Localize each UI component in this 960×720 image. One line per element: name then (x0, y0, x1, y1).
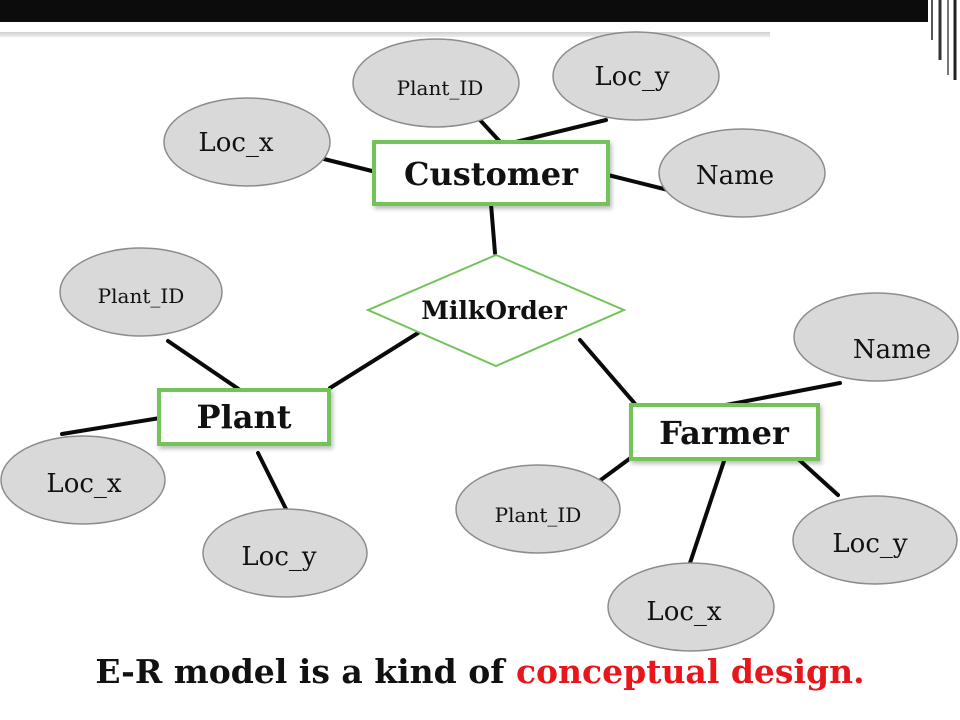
caption-prefix: E-R model is a kind of (95, 652, 516, 691)
attribute-farmer-name[interactable]: Name (793, 292, 959, 382)
entity-label: Farmer (659, 414, 790, 452)
entity-label: Customer (404, 155, 579, 193)
attribute-plant-loc-y[interactable]: Loc_y (202, 508, 368, 598)
attribute-plant-plant-id[interactable]: Plant_ID (59, 247, 223, 337)
attribute-label: Loc_x (198, 128, 273, 158)
slide-top-stripe (0, 32, 770, 37)
attribute-label: Plant_ID (397, 76, 484, 100)
attribute-farmer-loc-x[interactable]: Loc_x (607, 562, 775, 652)
entity-label: Plant (197, 398, 292, 436)
attribute-customer-loc-y[interactable]: Loc_y (552, 31, 720, 121)
slide-caption: E-R model is a kind of conceptual design… (0, 652, 960, 702)
attribute-label: Loc_x (46, 469, 121, 499)
attribute-customer-name[interactable]: Name (658, 128, 826, 218)
attribute-plant-loc-x[interactable]: Loc_x (0, 435, 166, 525)
entity-customer[interactable]: Customer (372, 140, 610, 206)
attribute-label: Loc_y (241, 542, 316, 572)
attribute-label: Loc_x (646, 597, 721, 627)
relationship-milkorder[interactable]: MilkOrder (365, 253, 627, 368)
entity-farmer[interactable]: Farmer (629, 403, 820, 461)
attribute-label: Name (696, 161, 774, 191)
attribute-farmer-loc-y[interactable]: Loc_y (792, 495, 958, 585)
attribute-label: Loc_y (594, 62, 669, 92)
attribute-farmer-plant-id[interactable]: Plant_ID (455, 464, 621, 554)
slide-corner-decoration (928, 0, 960, 80)
attribute-label: Plant_ID (98, 284, 185, 308)
attribute-label: Name (853, 335, 931, 365)
caption-highlight: conceptual design. (515, 652, 865, 691)
attribute-label: Plant_ID (495, 503, 582, 527)
attribute-label: Loc_y (832, 529, 907, 559)
slide-top-bar (0, 0, 960, 22)
attribute-customer-loc-x[interactable]: Loc_x (163, 97, 331, 187)
attribute-customer-plant-id[interactable]: Plant_ID (352, 38, 520, 128)
relationship-label: MilkOrder (421, 296, 567, 325)
entity-plant[interactable]: Plant (157, 388, 331, 446)
